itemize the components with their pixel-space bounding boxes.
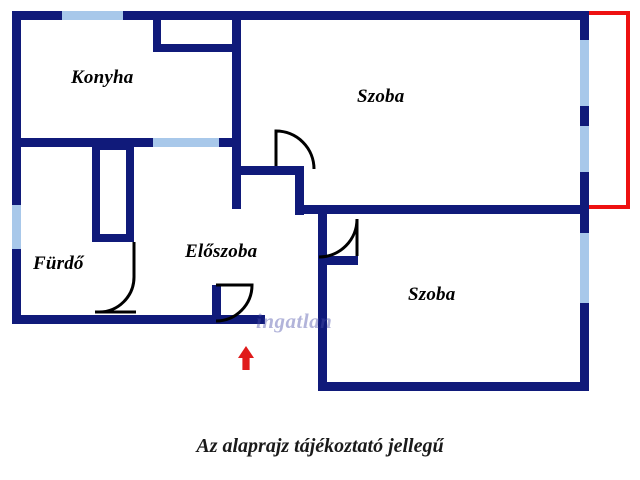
wall-bottom-right xyxy=(318,382,589,391)
wall-top-left xyxy=(12,11,64,20)
room-label-szoba-lower: Szoba xyxy=(408,284,456,305)
window-szoba1-right-a xyxy=(580,40,589,106)
balcony-outline xyxy=(583,11,630,209)
window-group xyxy=(12,11,589,303)
door-entrance xyxy=(215,283,254,323)
wall-hall-step-bottom xyxy=(318,256,358,265)
wall-hall-step-vertical-1 xyxy=(295,166,304,215)
room-label-furdo: Fürdő xyxy=(33,253,84,274)
wall-group xyxy=(12,11,589,391)
room-label-szoba-upper: Szoba xyxy=(357,86,405,107)
wall-right-lower-top-stub xyxy=(580,205,589,235)
wall-left-lower xyxy=(12,248,21,324)
wall-right-lower-bottom xyxy=(580,300,589,390)
wall-furdo-bottom-stub xyxy=(92,234,134,242)
wall-right-mullion-1 xyxy=(580,105,589,127)
wall-hall-step-mid xyxy=(295,205,327,214)
wall-konyha-bottom-left xyxy=(12,138,153,147)
window-szoba2-right xyxy=(580,233,589,303)
room-label-eloszoba: Előszoba xyxy=(185,241,258,262)
wall-bottom-left xyxy=(12,315,265,324)
window-bath-left xyxy=(12,205,21,249)
plan-disclaimer-caption: Az alaprajz tájékoztató jellegű xyxy=(196,435,444,457)
door-group xyxy=(95,129,359,323)
window-kitchen-top xyxy=(62,11,123,20)
wall-top-right xyxy=(122,11,589,20)
door-szoba1 xyxy=(274,129,316,170)
wall-hall-step-vertical-3 xyxy=(318,256,327,324)
wall-hall-step-vertical-2 xyxy=(318,205,327,264)
wall-mid-right-horizontal xyxy=(318,205,589,214)
wall-right-upper-bottom-stub xyxy=(580,170,589,212)
wall-wc-bottom xyxy=(92,142,134,150)
wall-alcove-left xyxy=(153,20,161,51)
window-hall-interior xyxy=(153,138,219,147)
wall-hall-step-top xyxy=(241,166,304,175)
wall-hall-bottom-jamb xyxy=(212,285,221,317)
entry-direction-arrow xyxy=(238,346,254,370)
wall-wc-left xyxy=(92,138,100,242)
wall-konyha-bottom-right xyxy=(218,138,241,147)
wall-alcove-bottom xyxy=(153,44,241,52)
door-furdo xyxy=(98,242,136,314)
wall-left-upper xyxy=(12,11,21,207)
wall-furdo-right xyxy=(126,138,134,242)
wall-right-top-stub xyxy=(580,11,589,42)
room-label-konyha: Konyha xyxy=(71,67,134,88)
wall-central-vertical-upper xyxy=(232,11,241,209)
window-szoba1-right-b xyxy=(580,126,589,172)
